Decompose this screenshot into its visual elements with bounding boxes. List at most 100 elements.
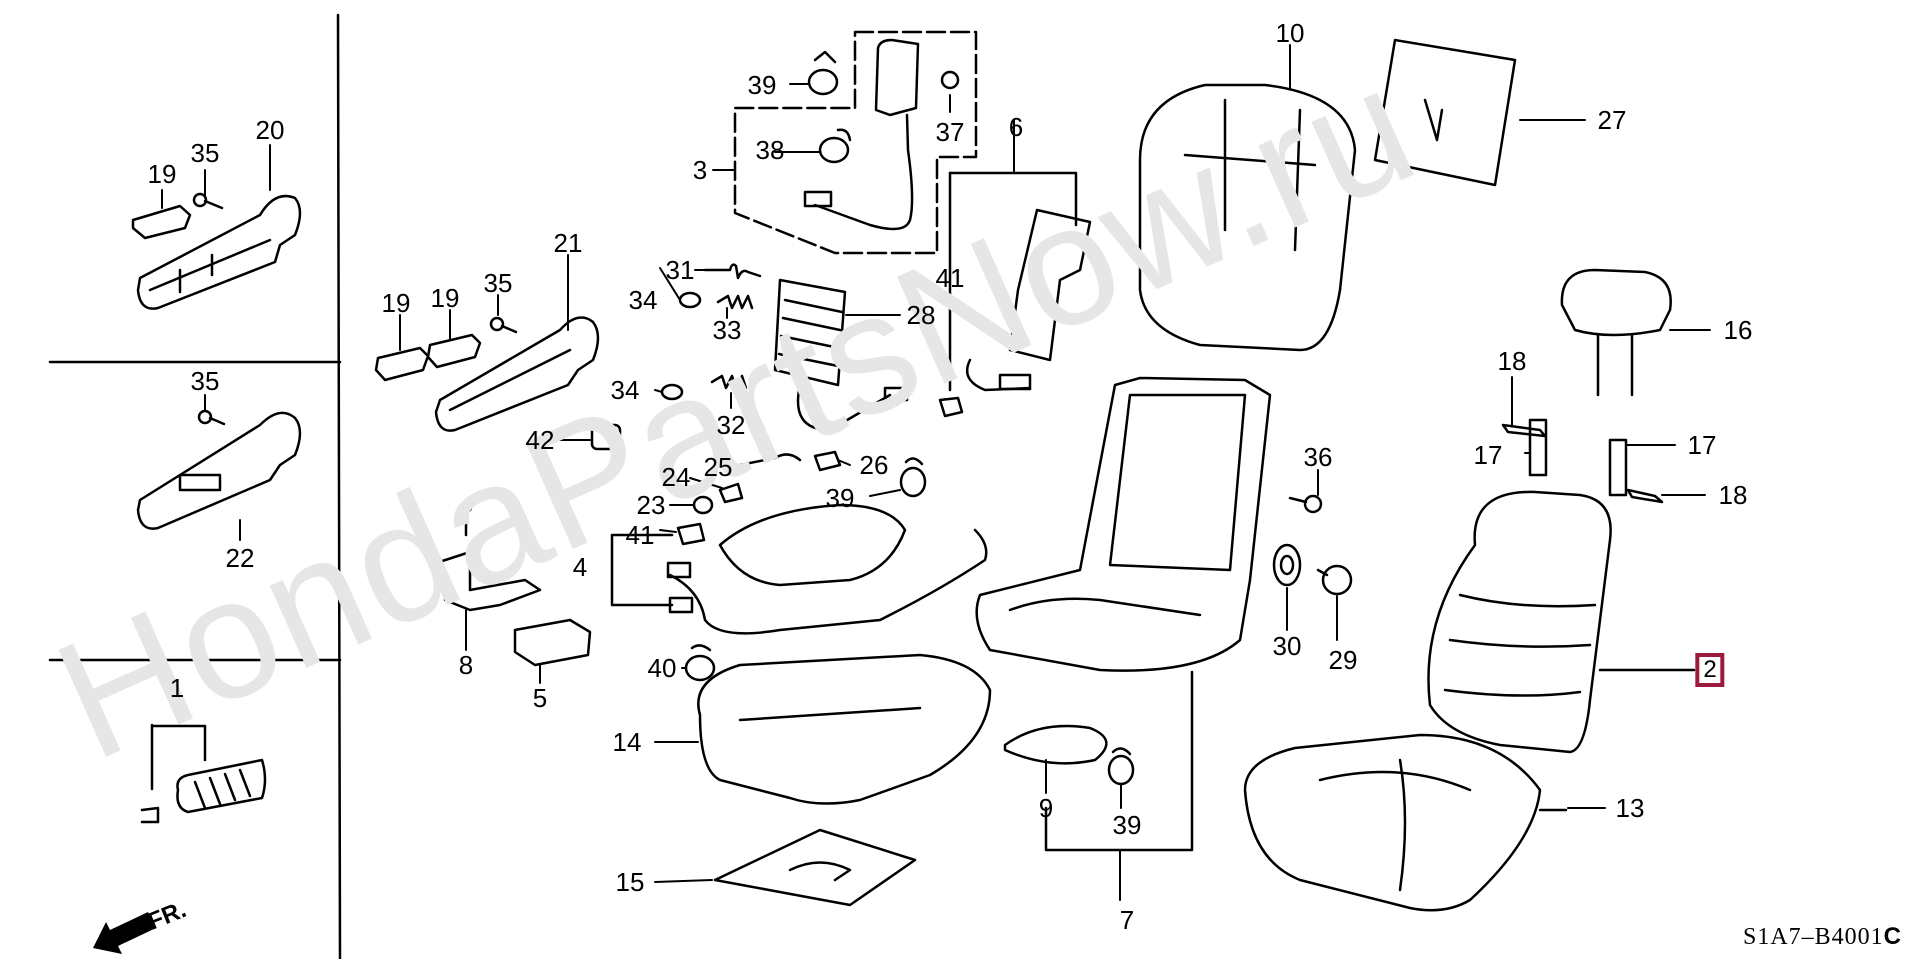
- callout-1[interactable]: 1: [169, 673, 185, 703]
- callout-19[interactable]: 19: [430, 283, 460, 313]
- part-22-recliner-cover: [138, 413, 300, 529]
- part-19-cap: [133, 206, 190, 238]
- callout-19[interactable]: 19: [147, 159, 177, 189]
- callout-35[interactable]: 35: [483, 268, 513, 298]
- part-17-guide: [1610, 440, 1626, 495]
- callout-20[interactable]: 20: [255, 115, 285, 145]
- part-20-recliner-cover: [138, 196, 300, 309]
- part-39-clip: [1109, 748, 1133, 784]
- part-27-mark: [1425, 100, 1442, 140]
- part-33-spring: [718, 296, 752, 308]
- part-41-clip: [940, 398, 962, 416]
- part-42-clip: [592, 425, 620, 449]
- callout-7[interactable]: 7: [1119, 905, 1135, 935]
- part-4-bracket: [612, 535, 672, 605]
- callout-21[interactable]: 21: [553, 228, 583, 258]
- callout-23[interactable]: 23: [636, 490, 666, 520]
- callout-14[interactable]: 14: [612, 727, 642, 757]
- part-18-clip: [1628, 490, 1662, 502]
- callout-35[interactable]: 35: [190, 138, 220, 168]
- part-24-clip: [720, 484, 742, 502]
- callout-16[interactable]: 16: [1723, 315, 1753, 345]
- callout-27[interactable]: 27: [1597, 105, 1627, 135]
- part-29-knob: [1318, 564, 1353, 596]
- part-14-cushion-pad: [698, 655, 990, 804]
- part-38-clip: [820, 130, 850, 162]
- callout-41[interactable]: 41: [625, 520, 655, 550]
- part-1-spring: [142, 725, 265, 822]
- part-31-spring: [705, 265, 760, 278]
- callout-5[interactable]: 5: [532, 683, 548, 713]
- part-32-spring: [712, 376, 746, 388]
- callout-32[interactable]: 32: [716, 410, 746, 440]
- part-35-screw: [192, 192, 222, 208]
- part-16-headrest: [1562, 270, 1671, 395]
- front-arrow-icon: FR.: [93, 896, 190, 954]
- callout-24[interactable]: 24: [661, 462, 691, 492]
- diagram-code-suffix: C: [1883, 923, 1902, 950]
- part-15-mark: [790, 863, 850, 881]
- callout-22[interactable]: 22: [225, 543, 255, 573]
- callout-3[interactable]: 3: [692, 155, 708, 185]
- part-4-cushion-heater: [668, 505, 986, 633]
- callout-36[interactable]: 36: [1303, 442, 1333, 472]
- part-8-bracket: [430, 500, 540, 610]
- part-40-clip: [686, 645, 714, 680]
- diagram-code-text: S1A7–B4001: [1742, 924, 1884, 950]
- callout-28[interactable]: 28: [906, 300, 936, 330]
- part-13-cushion-cover: [1245, 735, 1566, 910]
- callout-34[interactable]: 34: [628, 285, 658, 315]
- callout-41[interactable]: 41: [935, 263, 965, 293]
- callout-17[interactable]: 17: [1687, 430, 1717, 460]
- callout-30[interactable]: 30: [1272, 631, 1302, 661]
- part-19-cap: [376, 348, 428, 380]
- callout-13[interactable]: 13: [1615, 793, 1645, 823]
- callout-6[interactable]: 6: [1008, 112, 1024, 142]
- callout-39[interactable]: 39: [747, 70, 777, 100]
- leader-lines: [162, 45, 1710, 900]
- part-9-cable: [1005, 726, 1106, 763]
- part-35-screw: [489, 316, 516, 332]
- callout-29[interactable]: 29: [1328, 645, 1358, 675]
- callout-10[interactable]: 10: [1275, 18, 1305, 48]
- callout-17[interactable]: 17: [1473, 440, 1503, 470]
- part-28-lumbar: [775, 280, 907, 430]
- callout-38[interactable]: 38: [755, 135, 785, 165]
- callout-8[interactable]: 8: [458, 650, 474, 680]
- part-10-seatback-pad: [1140, 85, 1355, 350]
- callout-26[interactable]: 26: [859, 450, 889, 480]
- part-41-clip: [678, 524, 704, 544]
- part-34-bumper: [680, 293, 700, 307]
- part-25-rod: [740, 454, 800, 465]
- callout-31[interactable]: 31: [665, 255, 695, 285]
- part-2-seatback-cover: [1428, 492, 1694, 752]
- part-27-fabric: [1375, 40, 1515, 185]
- callout-4[interactable]: 4: [572, 552, 588, 582]
- callout-39[interactable]: 39: [825, 483, 855, 513]
- callout-18[interactable]: 18: [1718, 480, 1748, 510]
- callout-9[interactable]: 9: [1038, 793, 1054, 823]
- callout-37[interactable]: 37: [935, 117, 965, 147]
- part-3-harness-group: [735, 32, 976, 253]
- panel-divider: [338, 15, 340, 959]
- callout-40[interactable]: 40: [647, 653, 677, 683]
- part-15-pad: [715, 830, 915, 905]
- callout-39[interactable]: 39: [1112, 810, 1142, 840]
- part-6-heater: [950, 173, 1090, 390]
- part-18-clip: [1503, 425, 1545, 436]
- callout-25[interactable]: 25: [703, 452, 733, 482]
- part-30-knob: [1274, 545, 1300, 585]
- callout-2-highlighted[interactable]: 2: [1695, 653, 1725, 687]
- callout-18[interactable]: 18: [1497, 346, 1527, 376]
- callout-35[interactable]: 35: [190, 366, 220, 396]
- part-39-clip: [809, 52, 837, 94]
- callout-33[interactable]: 33: [712, 315, 742, 345]
- callout-42[interactable]: 42: [525, 425, 555, 455]
- part-35-screw: [197, 409, 224, 424]
- callout-15[interactable]: 15: [615, 867, 645, 897]
- part-3-harness: [805, 40, 960, 229]
- callout-34[interactable]: 34: [610, 375, 640, 405]
- callout-19[interactable]: 19: [381, 288, 411, 318]
- part-21-recliner-cover: [436, 318, 598, 431]
